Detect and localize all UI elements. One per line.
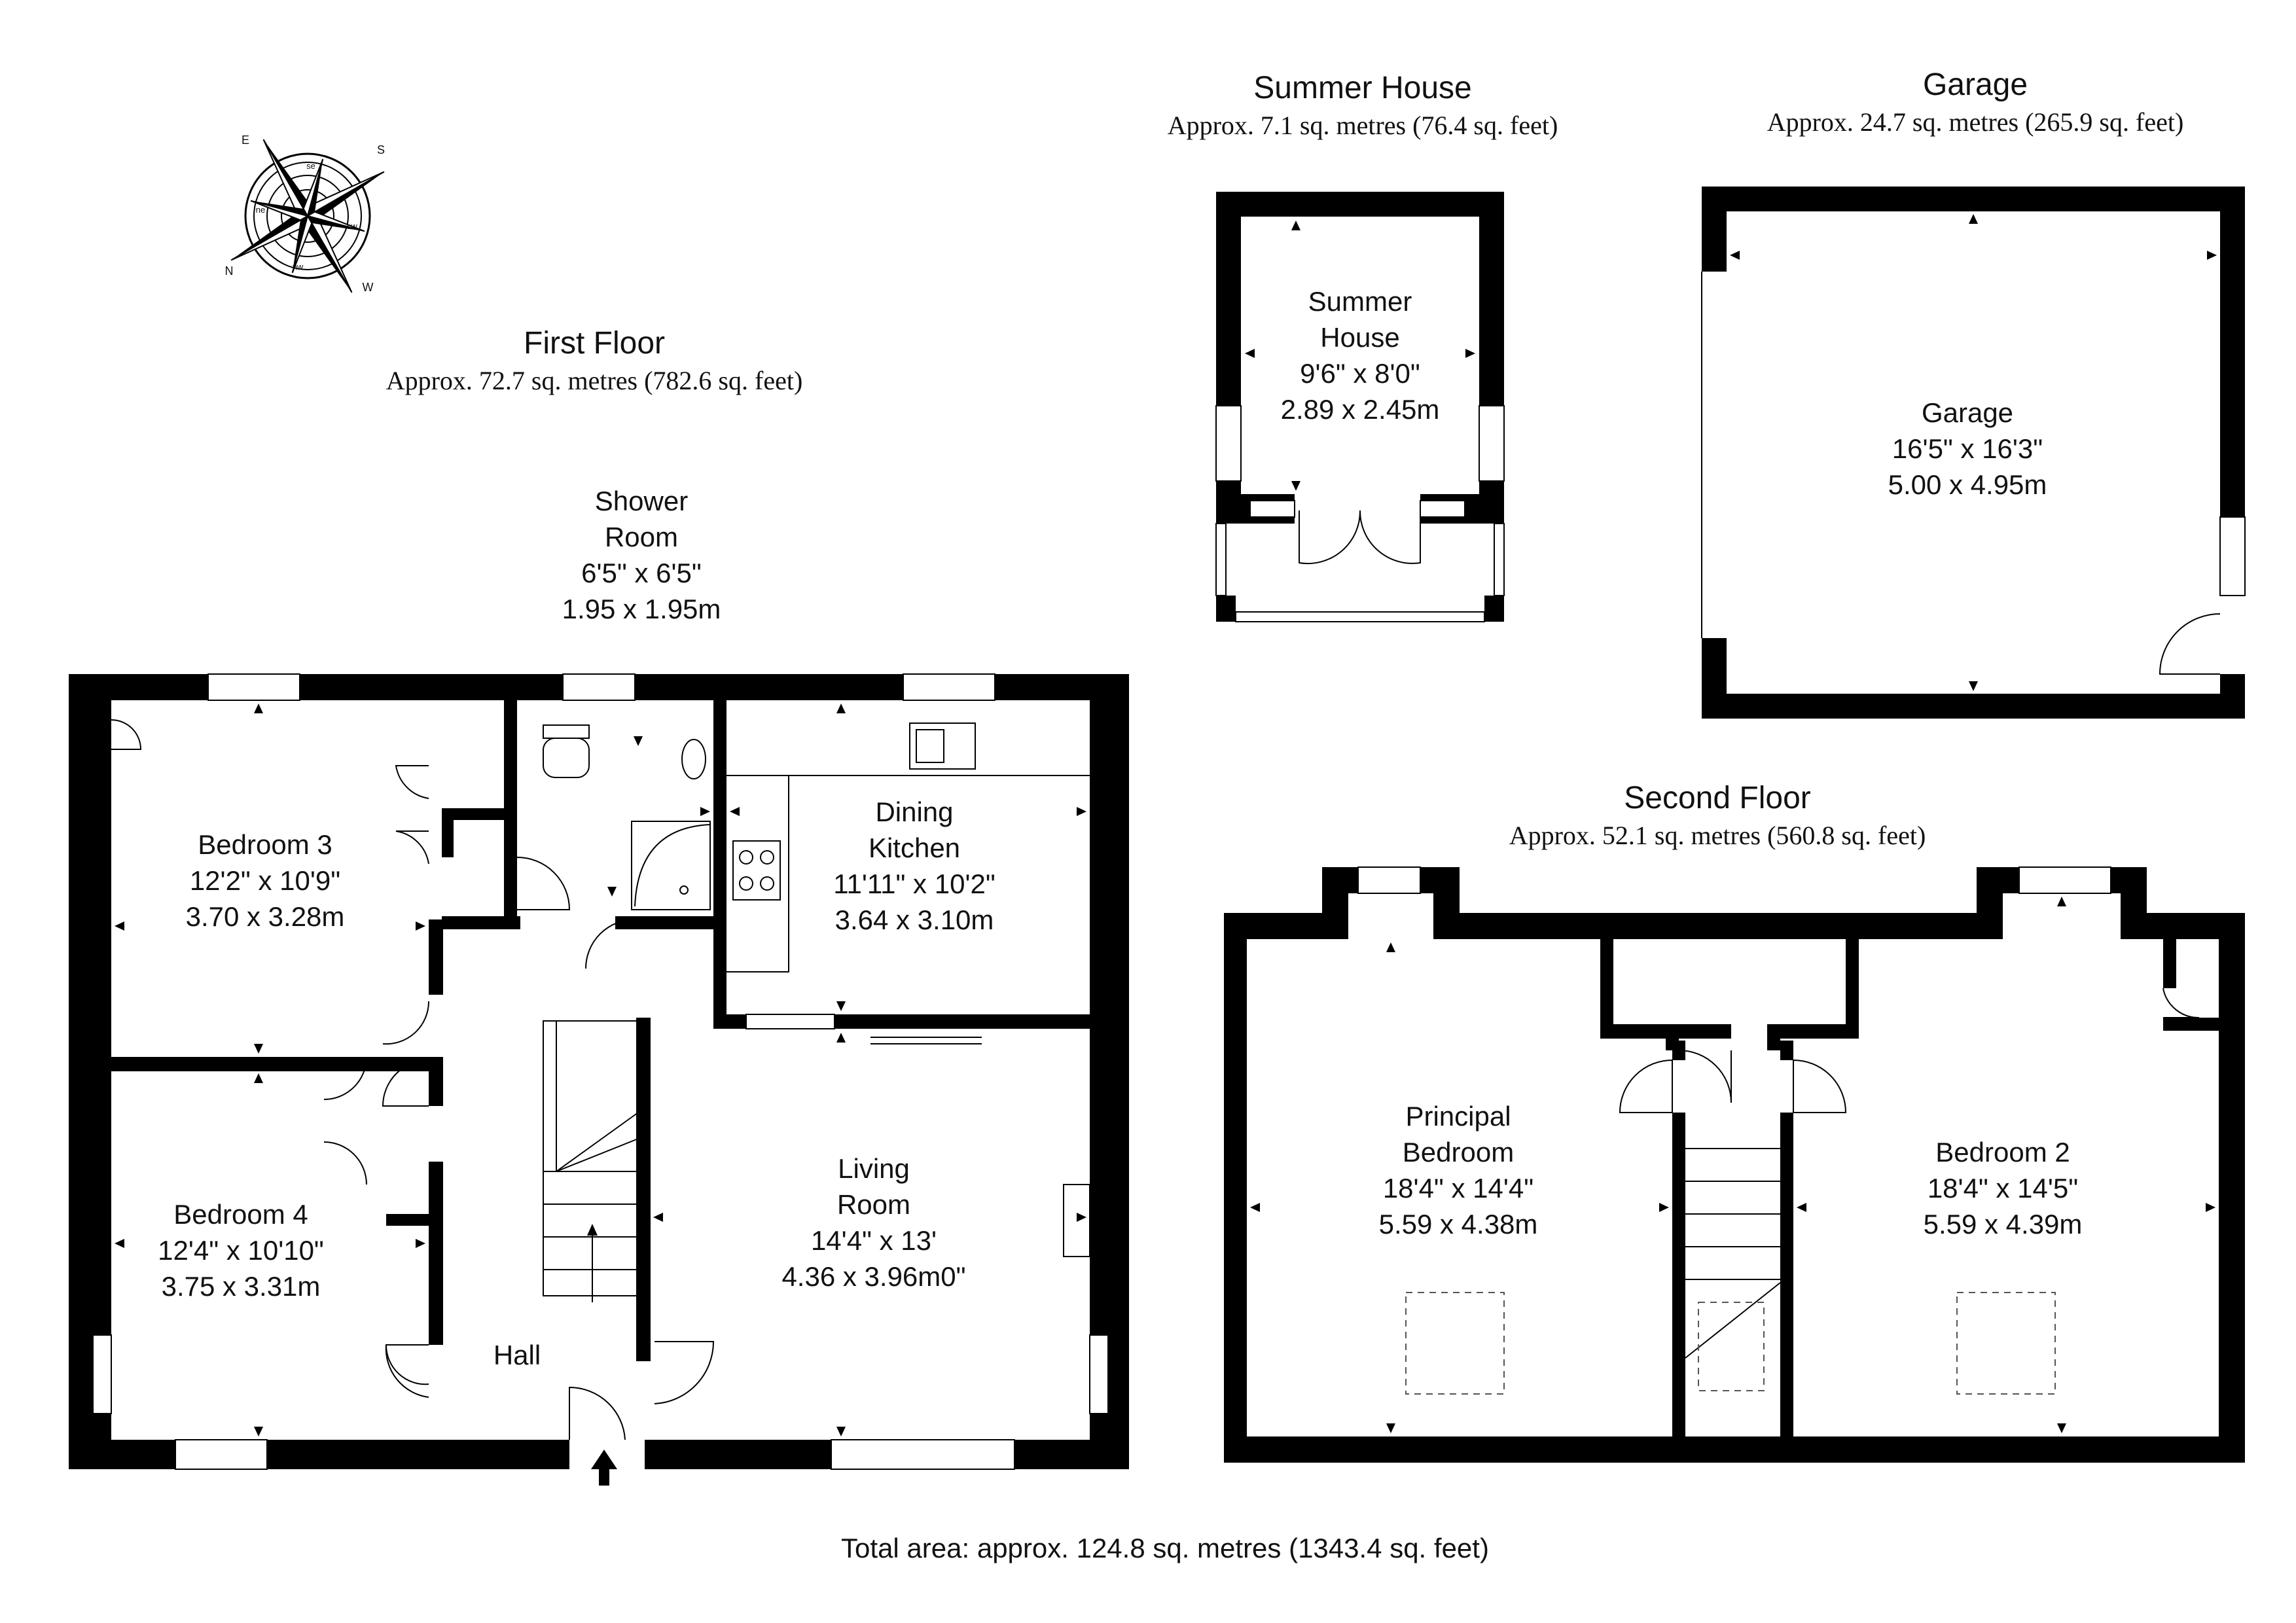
room-dimensions-metric: 3.64 x 3.10m (835, 904, 994, 935)
room-dimensions-imperial: 12'2" x 10'9" (190, 865, 340, 896)
staircase (543, 1020, 639, 1302)
compass-label-w: W (363, 281, 374, 294)
window (1479, 405, 1505, 482)
room-dimensions-metric: 1.95 x 1.95m (562, 594, 721, 624)
first-floor-plan: Shower Room 6'5" x 6'5" 1.95 x 1.95m Bed… (69, 486, 1129, 1486)
room-label-living-room: Room (837, 1189, 910, 1220)
window (1235, 611, 1485, 622)
room-label-living-room: Living (838, 1153, 910, 1184)
window (903, 673, 996, 701)
room-dimensions-metric: 2.89 x 2.45m (1281, 394, 1440, 425)
room-dimensions-metric: 5.00 x 4.95m (1888, 469, 2047, 500)
doors (1619, 988, 2200, 1113)
summer-house-area: Approx. 7.1 sq. metres (76.4 sq. feet) (1168, 111, 1558, 140)
compass-label-nw: nw (293, 262, 304, 272)
room-dimensions-imperial: 9'6" x 8'0" (1300, 358, 1420, 389)
second-floor-plan: Principal Bedroom 18'4" x 14'4" 5.59 x 4… (1224, 866, 2245, 1463)
window (745, 1014, 835, 1029)
room-dimensions-metric: 3.70 x 3.28m (186, 901, 345, 932)
doors (111, 719, 1090, 1440)
room-dimensions-metric: 4.36 x 3.96m0" (781, 1261, 965, 1292)
measurement-arrows (1250, 897, 2215, 1433)
room-dimensions-metric: 5.59 x 4.38m (1379, 1209, 1538, 1240)
room-dimensions-imperial: 6'5" x 6'5" (581, 558, 702, 588)
compass-rose-icon: E S W N se sw nw ne (225, 134, 386, 294)
window (562, 673, 636, 701)
second-floor-area: Approx. 52.1 sq. metres (560.8 sq. feet) (1509, 821, 1926, 850)
compass-label-n: N (225, 264, 234, 277)
room-label-garage: Garage (1922, 397, 2013, 428)
garage-area: Approx. 24.7 sq. metres (265.9 sq. feet) (1767, 107, 2184, 137)
compass-label-s: S (377, 143, 385, 156)
bathroom-fixtures (543, 724, 711, 910)
window (175, 1439, 268, 1470)
room-label-bedroom-3: Bedroom 3 (198, 829, 332, 860)
second-floor-title: Second Floor (1624, 781, 1811, 815)
measurement-arrows (115, 704, 1086, 1436)
room-label-principal-bedroom: Principal (1405, 1101, 1511, 1132)
entrance-arrow-icon (591, 1450, 617, 1486)
window (1357, 866, 1421, 894)
window (831, 1439, 1015, 1470)
first-floor-title: First Floor (524, 326, 665, 361)
compass-label-ne: ne (256, 205, 265, 215)
room-dimensions-metric: 5.59 x 4.39m (1924, 1209, 2083, 1240)
room-label-summer-house: Summer (1308, 286, 1412, 317)
kitchen-units (726, 722, 1090, 972)
skylight (1405, 1292, 1505, 1395)
room-label-principal-bedroom: Bedroom (1403, 1137, 1514, 1168)
room-label-dining-kitchen: Kitchen (869, 832, 960, 863)
room-dimensions-imperial: 16'5" x 16'3" (1892, 433, 2043, 464)
window (1089, 1334, 1109, 1414)
window (2219, 516, 2246, 596)
skylight (1956, 1292, 2056, 1395)
staircase (1685, 1148, 1781, 1391)
room-dimensions-imperial: 12'4" x 10'10" (158, 1235, 324, 1266)
room-dimensions-imperial: 11'11" x 10'2" (833, 868, 995, 899)
total-area: Total area: approx. 124.8 sq. metres (13… (841, 1533, 1489, 1563)
room-dimensions-metric: 3.75 x 3.31m (162, 1271, 321, 1302)
room-dimensions-imperial: 14'4" x 13' (811, 1225, 937, 1256)
room-label-dining-kitchen: Dining (875, 796, 953, 827)
window (207, 673, 300, 701)
room-label-shower: Room (605, 522, 678, 552)
room-dimensions-imperial: 18'4" x 14'5" (1928, 1173, 2078, 1204)
summer-house-title: Summer House (1253, 71, 1471, 105)
window (92, 1334, 112, 1414)
compass-label-e: E (242, 134, 249, 147)
garage-title: Garage (1923, 67, 2028, 102)
summer-house-plan: Summer House 9'6" x 8'0" 2.89 x 2.45m (1215, 192, 1505, 622)
room-label-summer-house: House (1320, 322, 1399, 353)
first-floor-area: Approx. 72.7 sq. metres (782.6 sq. feet) (386, 366, 803, 395)
window (2018, 866, 2111, 894)
room-label-hall: Hall (493, 1340, 541, 1370)
room-label-bedroom-2: Bedroom 2 (1935, 1137, 2070, 1168)
compass-label-se: se (306, 161, 315, 171)
garage-plan: Garage 16'5" x 16'3" 5.00 x 4.95m (1701, 187, 2246, 719)
window (1215, 405, 1242, 482)
room-label-shower: Shower (595, 486, 688, 516)
room-dimensions-imperial: 18'4" x 14'4" (1383, 1173, 1534, 1204)
room-label-bedroom-4: Bedroom 4 (173, 1199, 308, 1230)
compass-label-sw: sw (347, 221, 358, 231)
